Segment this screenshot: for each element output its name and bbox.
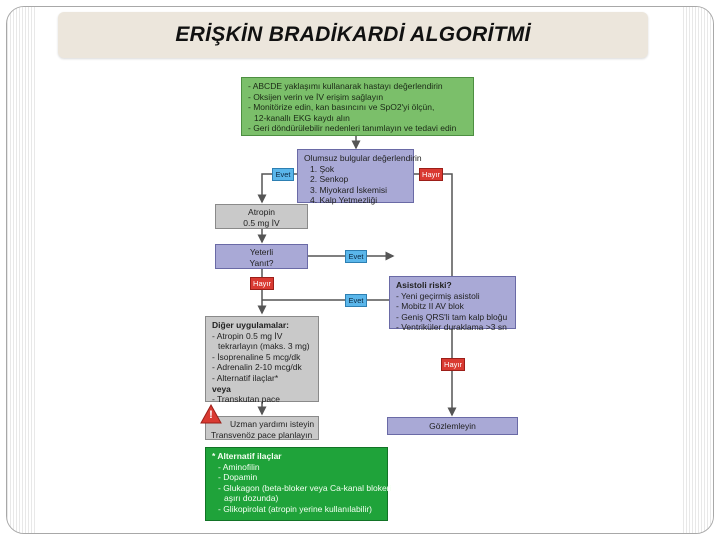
yes-tag-asystole: Evet <box>345 294 367 307</box>
atropine-line: Atropin <box>248 207 275 217</box>
other-interventions-line: - Transkutan pace <box>212 394 281 405</box>
alternative-drugs-line: - Aminofilin <box>218 461 260 472</box>
other-interventions-line: veya <box>212 383 231 394</box>
expert-help-box: Uzman yardımı isteyin Transvenöz pace pl… <box>205 416 319 440</box>
expert-help-line: Transvenöz pace planlayın <box>211 429 313 440</box>
adequate-response-line: Yanıt? <box>249 257 274 268</box>
other-interventions-line: Diğer uygulamalar: <box>212 320 289 330</box>
atropine-line: 0.5 mg İV <box>243 217 280 228</box>
page-title: ERİŞKİN BRADİKARDİ ALGORİTMİ <box>175 23 531 46</box>
asystole-risk-box: Asistoli riski? - Yeni geçirmiş asistoli… <box>389 276 516 332</box>
adverse-signs-box: Olumsuz bulgular değerlendirin 1. Şok 2.… <box>297 149 422 206</box>
adequate-response-box: Yeterli Yanıt? <box>215 244 308 269</box>
title-bar: ERİŞKİN BRADİKARDİ ALGORİTMİ <box>58 12 648 58</box>
adequate-response-line: Yeterli <box>249 247 274 257</box>
initial-assessment-line: - Oksijen verin ve İV erişim sağlayın <box>248 91 384 102</box>
other-interventions-line: - Atropin 0.5 mg İV <box>212 330 283 341</box>
warning-triangle-icon <box>200 403 222 424</box>
asystole-risk-line: Asistoli riski? <box>396 280 452 290</box>
other-interventions-line: - İsoprenaline 5 mcg/dk <box>212 351 301 362</box>
no-tag-response: Hayır <box>250 277 274 290</box>
warning-exclamation: ! <box>209 409 213 421</box>
observe-label: Gözlemleyin <box>429 421 476 431</box>
adverse-signs-line: Olumsuz bulgular değerlendirin <box>304 153 422 163</box>
other-interventions-box: Diğer uygulamalar: - Atropin 0.5 mg İV t… <box>205 316 319 405</box>
initial-assessment-line: - ABCDE yaklaşımı kullanarak hastayı değ… <box>248 81 443 91</box>
alternative-drugs-line: * Alternatif ilaçlar <box>212 451 282 461</box>
yes-tag-adverse: Evet <box>272 168 294 181</box>
other-interventions-line: - Adrenalin 2-10 mcg/dk <box>212 362 302 373</box>
adverse-signs-line: 2. Senkop <box>310 174 349 185</box>
alternative-drugs-line: - Glukagon (beta-bloker veya Ca-kanal bl… <box>218 482 392 493</box>
asystole-risk-line: - Mobitz II AV blok <box>396 301 464 312</box>
yes-tag-response: Evet <box>345 250 367 263</box>
no-tag-asystole: Hayır <box>441 358 465 371</box>
alternative-drugs-line: - Glikopirolat (atropin yerine kullanıla… <box>218 503 373 514</box>
asystole-risk-line: - Geniş QRS'li tam kalp bloğu <box>396 311 508 322</box>
initial-assessment-box: - ABCDE yaklaşımı kullanarak hastayı değ… <box>241 77 474 136</box>
observe-box: Gözlemleyin <box>387 417 518 435</box>
alternative-drugs-line: - Dopamin <box>218 472 258 483</box>
right-stripe-decoration <box>683 7 713 533</box>
adverse-signs-line: 1. Şok <box>310 163 335 174</box>
asystole-risk-line: - Ventriküler duraklama >3 sn <box>396 322 507 333</box>
other-interventions-line: - Alternatif ilaçlar* <box>212 372 279 383</box>
alternative-drugs-box: * Alternatif ilaçlar - Aminofilin - Dopa… <box>205 447 392 521</box>
atropine-box: Atropin 0.5 mg İV <box>215 204 308 229</box>
no-tag-adverse: Hayır <box>419 168 443 181</box>
alternative-drugs-line: aşırı dozunda) <box>224 493 279 504</box>
initial-assessment-line: - Monitörize edin, kan basıncını ve SpO2… <box>248 102 435 113</box>
warning-icon: ! <box>200 403 222 424</box>
asystole-risk-line: - Yeni geçirmiş asistoli <box>396 290 480 301</box>
expert-help-line: Uzman yardımı isteyin <box>230 419 315 429</box>
other-interventions-line: tekrarlayın (maks. 3 mg) <box>218 341 310 352</box>
adverse-signs-line: 3. Miyokard İskemisi <box>310 184 387 195</box>
initial-assessment-line: - Geri döndürülebilir nedenleri tanımlay… <box>248 123 457 134</box>
initial-assessment-line: 12-kanallı EKG kaydı alın <box>254 112 350 123</box>
adverse-signs-line: 4. Kalp Yetmezliği <box>310 195 378 206</box>
left-stripe-decoration <box>7 7 37 533</box>
